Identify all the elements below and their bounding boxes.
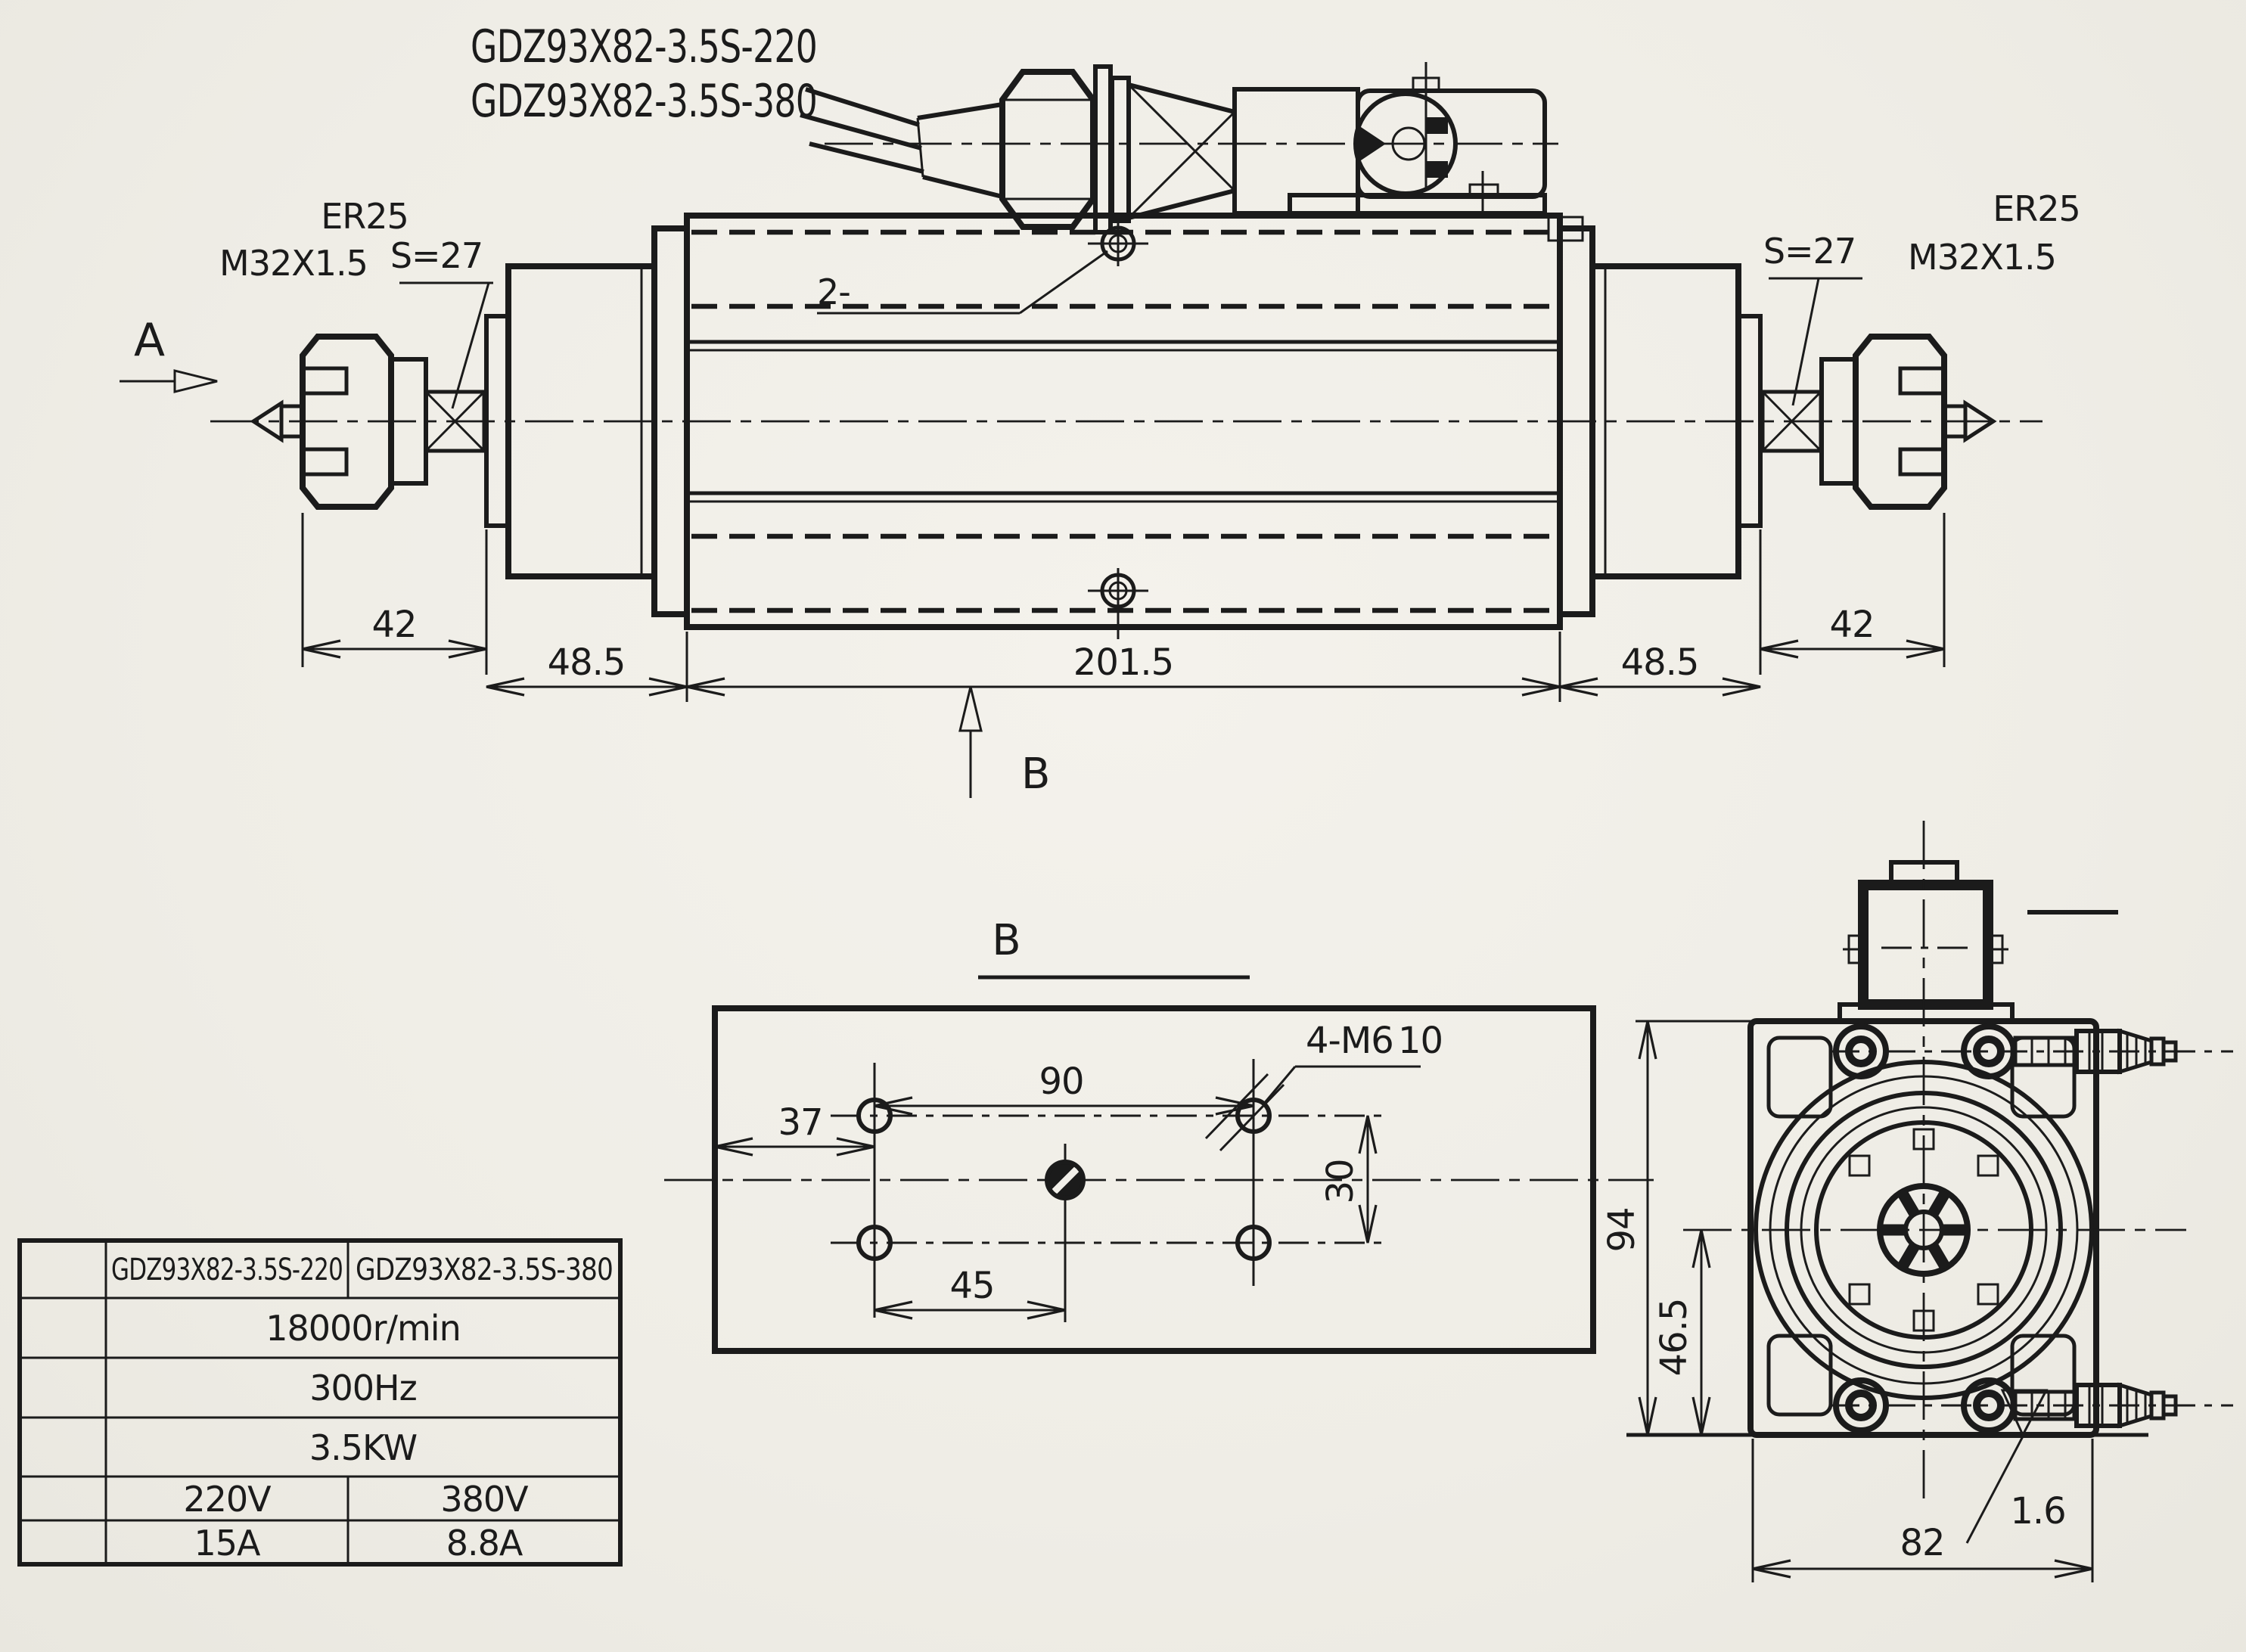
table-header-220: GDZ93X82-3.5S-220 (111, 1253, 343, 1287)
main-view-dimensions: 42 48.5 201.5 48.5 42 (301, 513, 1946, 702)
bottom-mounting-view: B 90 37 45 30 4-M6 10 (664, 916, 1654, 1354)
table-current-380: 8.8A (446, 1523, 523, 1564)
view-b-arrow: B (958, 686, 1050, 799)
dim-edge-offset: 37 (778, 1101, 822, 1144)
connector-housing (1858, 880, 1993, 1010)
cable-gland-assembly (800, 62, 1584, 242)
center-screw-hole (1045, 1160, 1086, 1200)
body-screw-bottom (1088, 568, 1148, 639)
end-view-screws (1829, 1023, 2233, 1433)
table-header-380: GDZ93X82-3.5S-380 (356, 1253, 613, 1287)
dim-base-to-center: 46.5 (1653, 1299, 1695, 1377)
table-voltage-380: 380V (440, 1479, 529, 1520)
rear-tool-tip (1942, 399, 1997, 443)
gland-lock-ring2 (1110, 76, 1131, 223)
front-collet-label: ER25 (321, 196, 409, 237)
surface-finish-mark: 1.6 (1965, 1389, 2067, 1544)
b-view-title: B (992, 916, 1020, 965)
spec-table: GDZ93X82-3.5S-220 GDZ93X82-3.5S-380 1800… (17, 1238, 623, 1567)
rear-thread-label: M32X1.5 (1908, 237, 2056, 278)
cable-wires (800, 87, 1003, 199)
screw-count-note: 2- (817, 250, 1108, 315)
motor-face-circles (1754, 1060, 2094, 1400)
table-power: 3.5KW (309, 1427, 417, 1468)
dim-collet-right: 42 (1829, 604, 1874, 646)
gland-lock-ring (1093, 64, 1113, 234)
gland-thread-taper (1126, 82, 1237, 221)
front-collet-nut (300, 334, 394, 510)
dim-hole-pitch-x: 90 (1039, 1060, 1083, 1103)
dim-body-length: 201.5 (1073, 641, 1173, 684)
mount-hole-bl (856, 1225, 893, 1261)
thread-note: 4-M6 (1306, 1020, 1393, 1062)
end-view-connector (1837, 860, 2015, 1023)
end-view-dimensions: 94 46.5 82 1.6 (1601, 1020, 2148, 1582)
dim-front-cap: 48.5 (548, 641, 626, 684)
table-voltage-220: 220V (183, 1479, 272, 1520)
dim-hole-pitch-y: 30 (1319, 1159, 1362, 1203)
table-current-220: 15A (194, 1523, 261, 1564)
front-wrench-label: S=27 (390, 235, 483, 276)
main-side-view (210, 213, 2043, 639)
body-screw-top (1088, 221, 1148, 266)
end-view: 94 46.5 82 1.6 (1601, 821, 2233, 1582)
collet-hub (1877, 1183, 1971, 1277)
view-a-letter: A (134, 314, 165, 367)
thread-depth: 10 (1398, 1020, 1443, 1062)
view-b-letter: B (1021, 750, 1049, 799)
dim-width: 82 (1900, 1522, 1944, 1564)
front-tool-tip (250, 399, 305, 443)
rear-cap-ring (1736, 314, 1763, 528)
mount-hole-br (1235, 1225, 1272, 1261)
view-a-arrow: A (120, 314, 218, 393)
model-title-line1: GDZ93X82-3.5S-220 (471, 20, 817, 73)
screw-note-text: 2- (817, 272, 850, 312)
dim-center-offset: 45 (949, 1265, 994, 1307)
table-speed: 18000r/min (266, 1308, 461, 1349)
table-frequency: 300Hz (309, 1368, 417, 1408)
front-cap-ring (484, 314, 511, 528)
surface-finish-value: 1.6 (2010, 1490, 2065, 1532)
coolant-fitting-top (2013, 1028, 2178, 1075)
front-thread-label: M32X1.5 (219, 243, 368, 284)
dim-rear-cap: 48.5 (1621, 641, 1699, 684)
model-title-line2: GDZ93X82-3.5S-380 (471, 75, 817, 128)
dim-overall-height: 94 (1601, 1207, 1643, 1252)
rear-wrench-label: S=27 (1763, 231, 1856, 272)
rear-collet-nut (1853, 334, 1947, 510)
thread-callout: 4-M6 10 (1262, 1020, 1443, 1105)
main-view-labels: ER25 M32X1.5 S=27 S=27 M32X1.5 ER25 A 2-… (120, 188, 2081, 799)
dim-collet-left: 42 (371, 604, 416, 646)
gland-hex-nut (999, 69, 1096, 230)
rear-collet-label: ER25 (1993, 188, 2080, 229)
title-block: GDZ93X82-3.5S-220 GDZ93X82-3.5S-380 (471, 20, 818, 128)
